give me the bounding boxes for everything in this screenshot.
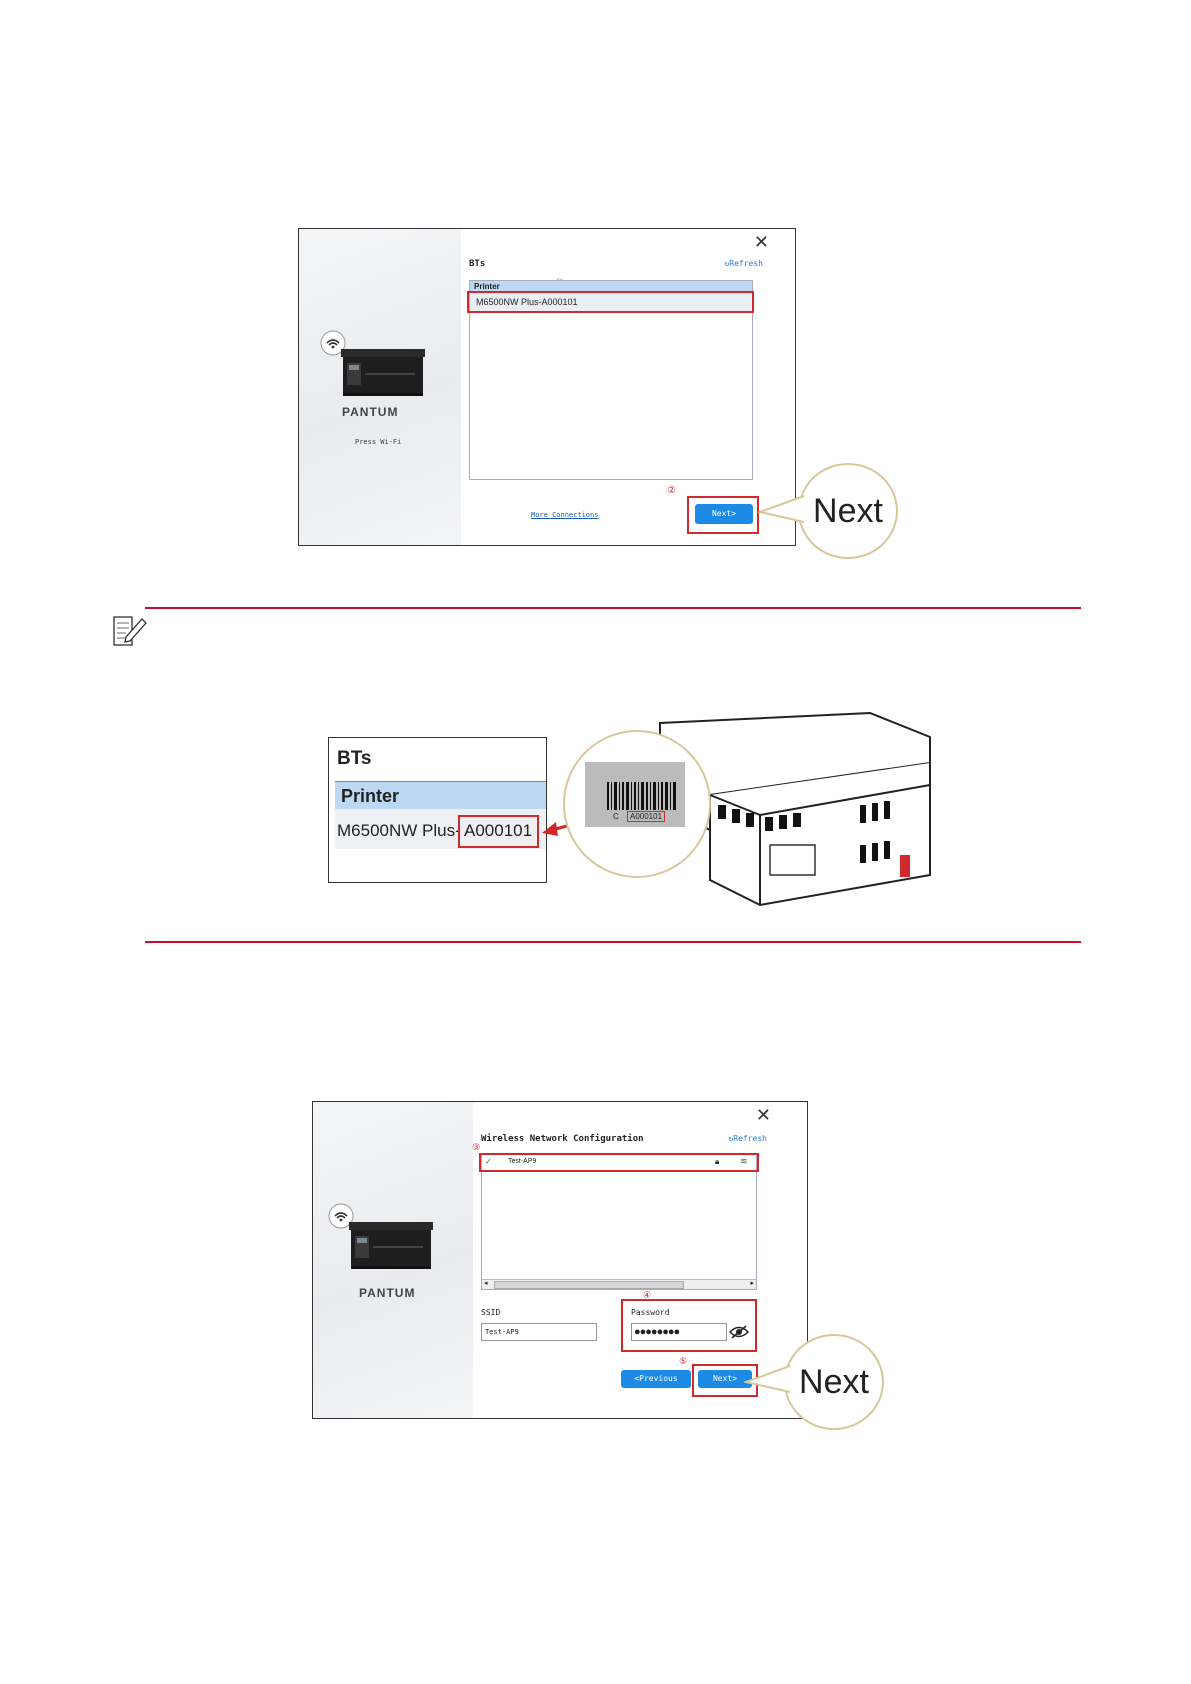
next-callout-bubble: Next [798, 463, 898, 559]
next-callout-text: Next [799, 1363, 869, 1402]
dialog-title: BTs [469, 259, 485, 269]
wireless-config-dialog: PANTUM ✕ Wireless Network Configuration … [312, 1101, 808, 1419]
press-wifi-text: Press Wi-Fi [355, 438, 401, 446]
password-label: Password [631, 1308, 670, 1317]
next-callout-text: Next [813, 492, 883, 531]
dialog-title: Wireless Network Configuration [481, 1134, 644, 1144]
refresh-label: Refresh [729, 259, 763, 268]
refresh-link[interactable]: ↻Refresh [728, 1134, 767, 1143]
barcode-icon [607, 782, 677, 810]
close-icon[interactable]: ✕ [754, 233, 769, 251]
next-callout-bubble: Next [784, 1334, 884, 1430]
bts-zoom-box: BTs Printer M6500NW Plus- A000101 [328, 737, 547, 883]
close-icon[interactable]: ✕ [756, 1106, 771, 1124]
printer-image [327, 1202, 437, 1282]
note-top-rule [145, 607, 1081, 609]
previous-button[interactable]: <Previous [621, 1370, 691, 1388]
refresh-link[interactable]: ↻Refresh [724, 259, 763, 268]
horizontal-scrollbar[interactable]: ◂ ▸ [482, 1279, 756, 1289]
brand-logo: PANTUM [342, 405, 398, 419]
network-list[interactable]: ✓ Test-AP9 🔒︎ ≋ ◂ ▸ [481, 1154, 757, 1290]
note-bottom-rule [145, 941, 1081, 943]
bts-zoom-header-label: Printer [341, 786, 399, 807]
highlight-printer-item [467, 291, 754, 313]
barcode-prefix: C [613, 812, 619, 821]
step-marker-5: ⑤ [679, 1356, 687, 1367]
scroll-left-icon[interactable]: ◂ [484, 1279, 488, 1287]
step-marker-3: ③ [472, 1142, 480, 1153]
callout-pointer [758, 492, 806, 528]
refresh-label: Refresh [733, 1134, 767, 1143]
password-field[interactable]: ●●●●●●●● [631, 1323, 727, 1341]
dialog-right-panel: ✕ BTs ↻Refresh ① Printer M6500NW Plus-A0… [461, 229, 795, 545]
printer-image [319, 329, 429, 409]
dialog-left-panel: PANTUM [313, 1102, 473, 1418]
ssid-label: SSID [481, 1308, 500, 1317]
bt-printer-dialog: PANTUM Press Wi-Fi ✕ BTs ↻Refresh ① Prin… [298, 228, 796, 546]
dialog-left-panel: PANTUM Press Wi-Fi [299, 229, 461, 545]
hide-password-icon[interactable] [729, 1325, 749, 1339]
more-connections-link[interactable]: More Connections [531, 511, 598, 519]
scroll-right-icon[interactable]: ▸ [750, 1279, 754, 1287]
callout-pointer [744, 1362, 792, 1398]
highlight-network-item [479, 1153, 759, 1172]
bts-zoom-title: BTs [337, 748, 371, 770]
scroll-thumb[interactable] [494, 1281, 684, 1289]
barcode-zoom-circle: C A000101 [563, 730, 711, 878]
note-icon [112, 615, 148, 649]
next-button[interactable]: Next> [695, 504, 753, 524]
step-marker-2: ② [667, 485, 676, 496]
brand-logo: PANTUM [359, 1286, 415, 1300]
barcode-serial: A000101 [627, 811, 665, 822]
bts-zoom-model: M6500NW Plus- [337, 821, 461, 841]
ssid-field[interactable]: Test-AP9 [481, 1323, 597, 1341]
highlight-serial [458, 815, 539, 848]
